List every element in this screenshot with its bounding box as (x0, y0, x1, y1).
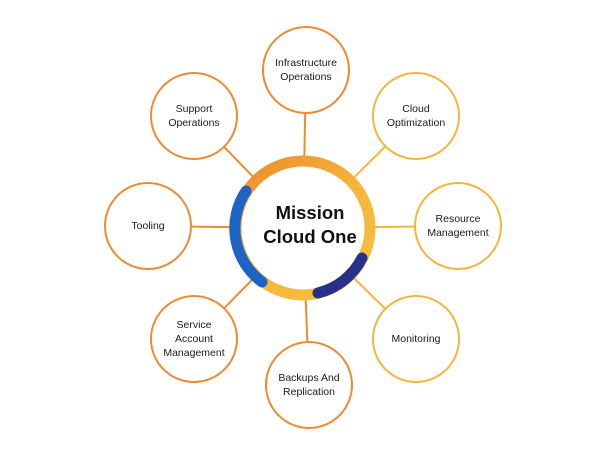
center-title: Mission Cloud One (260, 195, 360, 255)
node-label: Cloud Optimization (386, 103, 446, 129)
node-label: Support Operations (168, 103, 220, 129)
node-label: Tooling (131, 220, 165, 232)
center-ring-navy-arc (312, 252, 368, 299)
node-tooling: Tooling (104, 182, 192, 270)
spoke-line-infrastructure-operations (303, 113, 307, 157)
node-infrastructure-operations: Infrastructure Operations (262, 26, 350, 114)
node-label: Resource Management (427, 213, 489, 239)
spoke-line-resource-management (374, 225, 415, 229)
node-resource-management: Resource Management (414, 182, 502, 270)
node-monitoring: Monitoring (372, 295, 460, 383)
node-support-operations: Support Operations (150, 72, 238, 160)
center-title-text: Mission Cloud One (263, 202, 357, 247)
center-ring-blue-arc (229, 185, 268, 288)
node-label: Backups And Replication (278, 372, 340, 398)
spoke-line-backups-and-replication (304, 299, 309, 342)
spoke-line-tooling (191, 225, 232, 229)
spoke-line-support-operations (223, 146, 254, 178)
node-label: Monitoring (391, 333, 441, 345)
node-service-account-management: Service Account Management (150, 295, 238, 383)
node-label: Infrastructure Operations (275, 57, 337, 83)
spoke-line-cloud-optimization (353, 146, 386, 179)
spoke-line-service-account-management (224, 278, 254, 309)
spoke-lines (191, 113, 415, 342)
spoke-line-monitoring (353, 277, 386, 309)
node-backups-and-replication: Backups And Replication (265, 341, 353, 429)
node-cloud-optimization: Cloud Optimization (372, 72, 460, 160)
node-label: Service Account Management (163, 319, 225, 359)
center-ring (229, 155, 376, 301)
